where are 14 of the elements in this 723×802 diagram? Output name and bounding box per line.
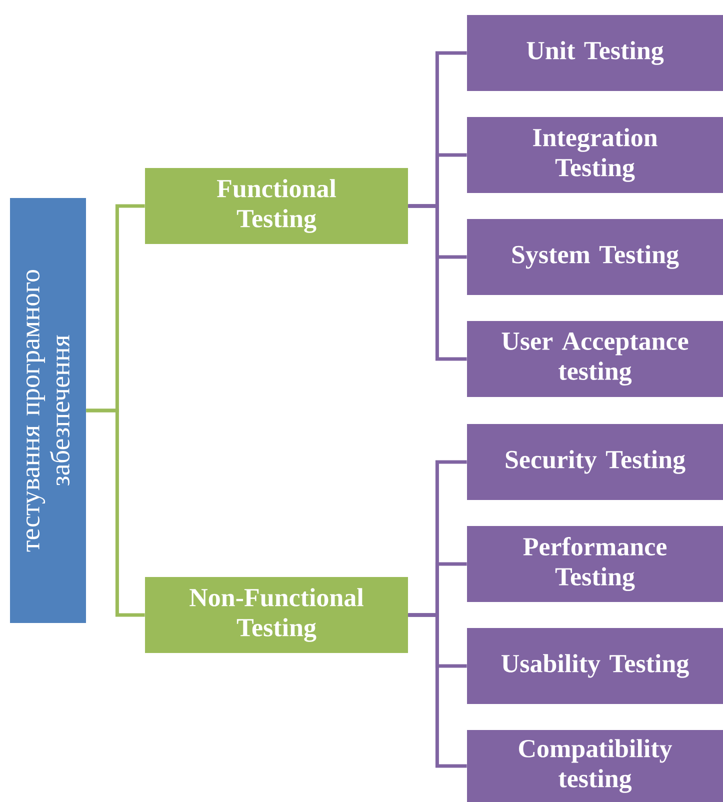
test-type-box: Unit Testing: [467, 15, 723, 91]
test-type-box: Usability Testing: [467, 628, 723, 704]
root-box: тестування програмного забезпечення: [10, 198, 86, 623]
category-box: Non-Functional Testing: [145, 577, 408, 653]
test-type-box: System Testing: [467, 219, 723, 295]
connector-line: [408, 204, 467, 361]
test-type-box: Compatibility testing: [467, 730, 723, 802]
test-type-box: Integration Testing: [467, 117, 723, 193]
connector-line: [86, 408, 145, 617]
test-type-box: User Acceptance testing: [467, 321, 723, 397]
test-type-box: Security Testing: [467, 424, 723, 500]
connector-line: [408, 613, 467, 768]
test-type-box: Performance Testing: [467, 526, 723, 602]
category-box: Functional Testing: [145, 168, 408, 244]
